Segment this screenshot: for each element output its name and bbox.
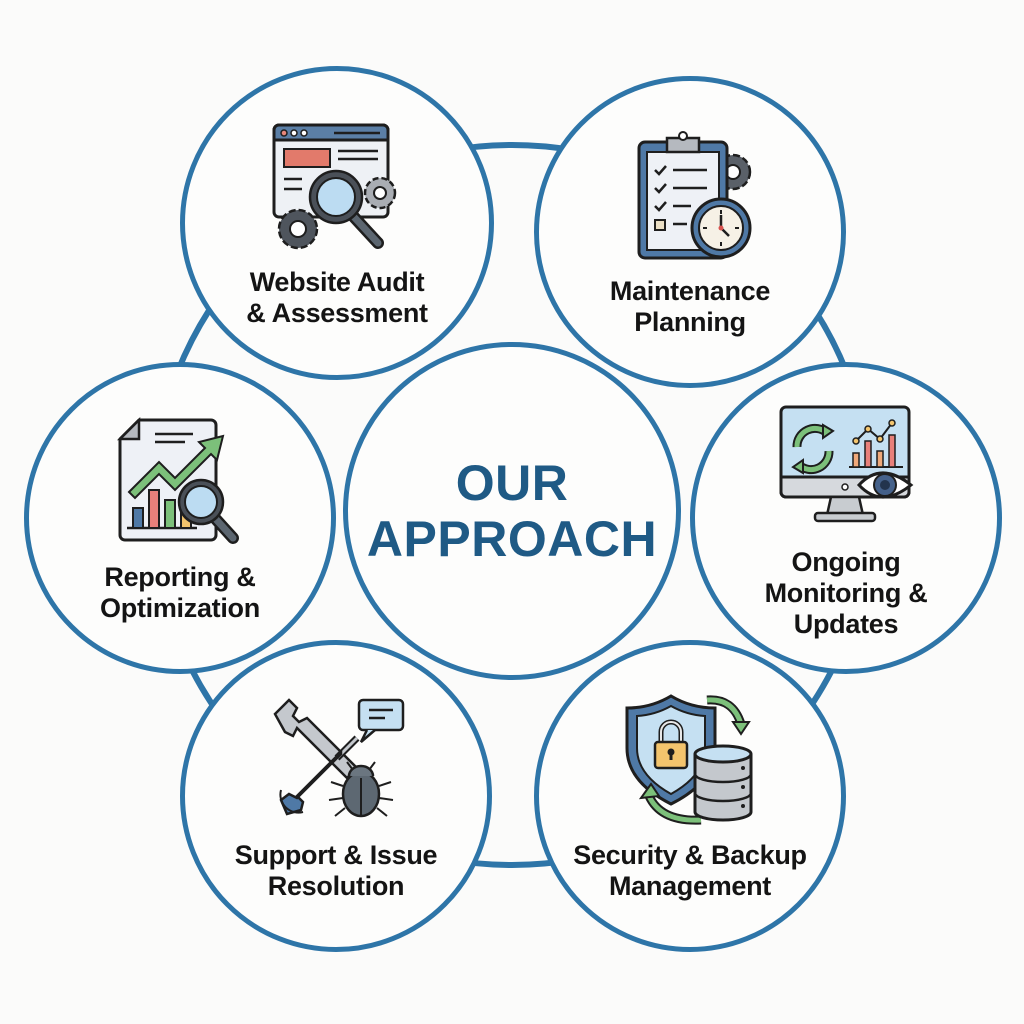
monitor-sync-chart-eye-icon: [779, 405, 914, 522]
node-label: Website Audit & Assessment: [246, 267, 428, 328]
node-label: Ongoing Monitoring & Updates: [764, 546, 928, 639]
report-chart-magnifier-icon: [116, 416, 239, 544]
node-security-backup: Security & Backup Management: [534, 640, 846, 952]
node-label: Support & Issue Resolution: [234, 840, 438, 901]
center-title-line2: APPROACH: [366, 511, 658, 567]
browser-magnifier-gears-icon: [272, 123, 397, 250]
center-hub: OUR APPROACH: [343, 342, 681, 680]
node-ongoing-monitoring: Ongoing Monitoring & Updates: [690, 362, 1002, 674]
node-maintenance-planning: Maintenance Planning: [534, 76, 846, 388]
node-reporting-optimization: Reporting & Optimization: [24, 362, 336, 674]
center-title-line1: OUR: [455, 455, 569, 511]
node-label: Maintenance Planning: [609, 276, 771, 337]
node-support-resolution: Support & Issue Resolution: [180, 640, 492, 952]
node-label: Security & Backup Management: [573, 840, 807, 901]
shield-lock-database-icon: [625, 694, 753, 825]
node-label: Reporting & Optimization: [100, 562, 260, 623]
clipboard-clock-gear-icon: [637, 131, 752, 260]
wrench-screwdriver-bug-icon: [273, 698, 405, 818]
node-website-audit: Website Audit & Assessment: [180, 66, 494, 380]
